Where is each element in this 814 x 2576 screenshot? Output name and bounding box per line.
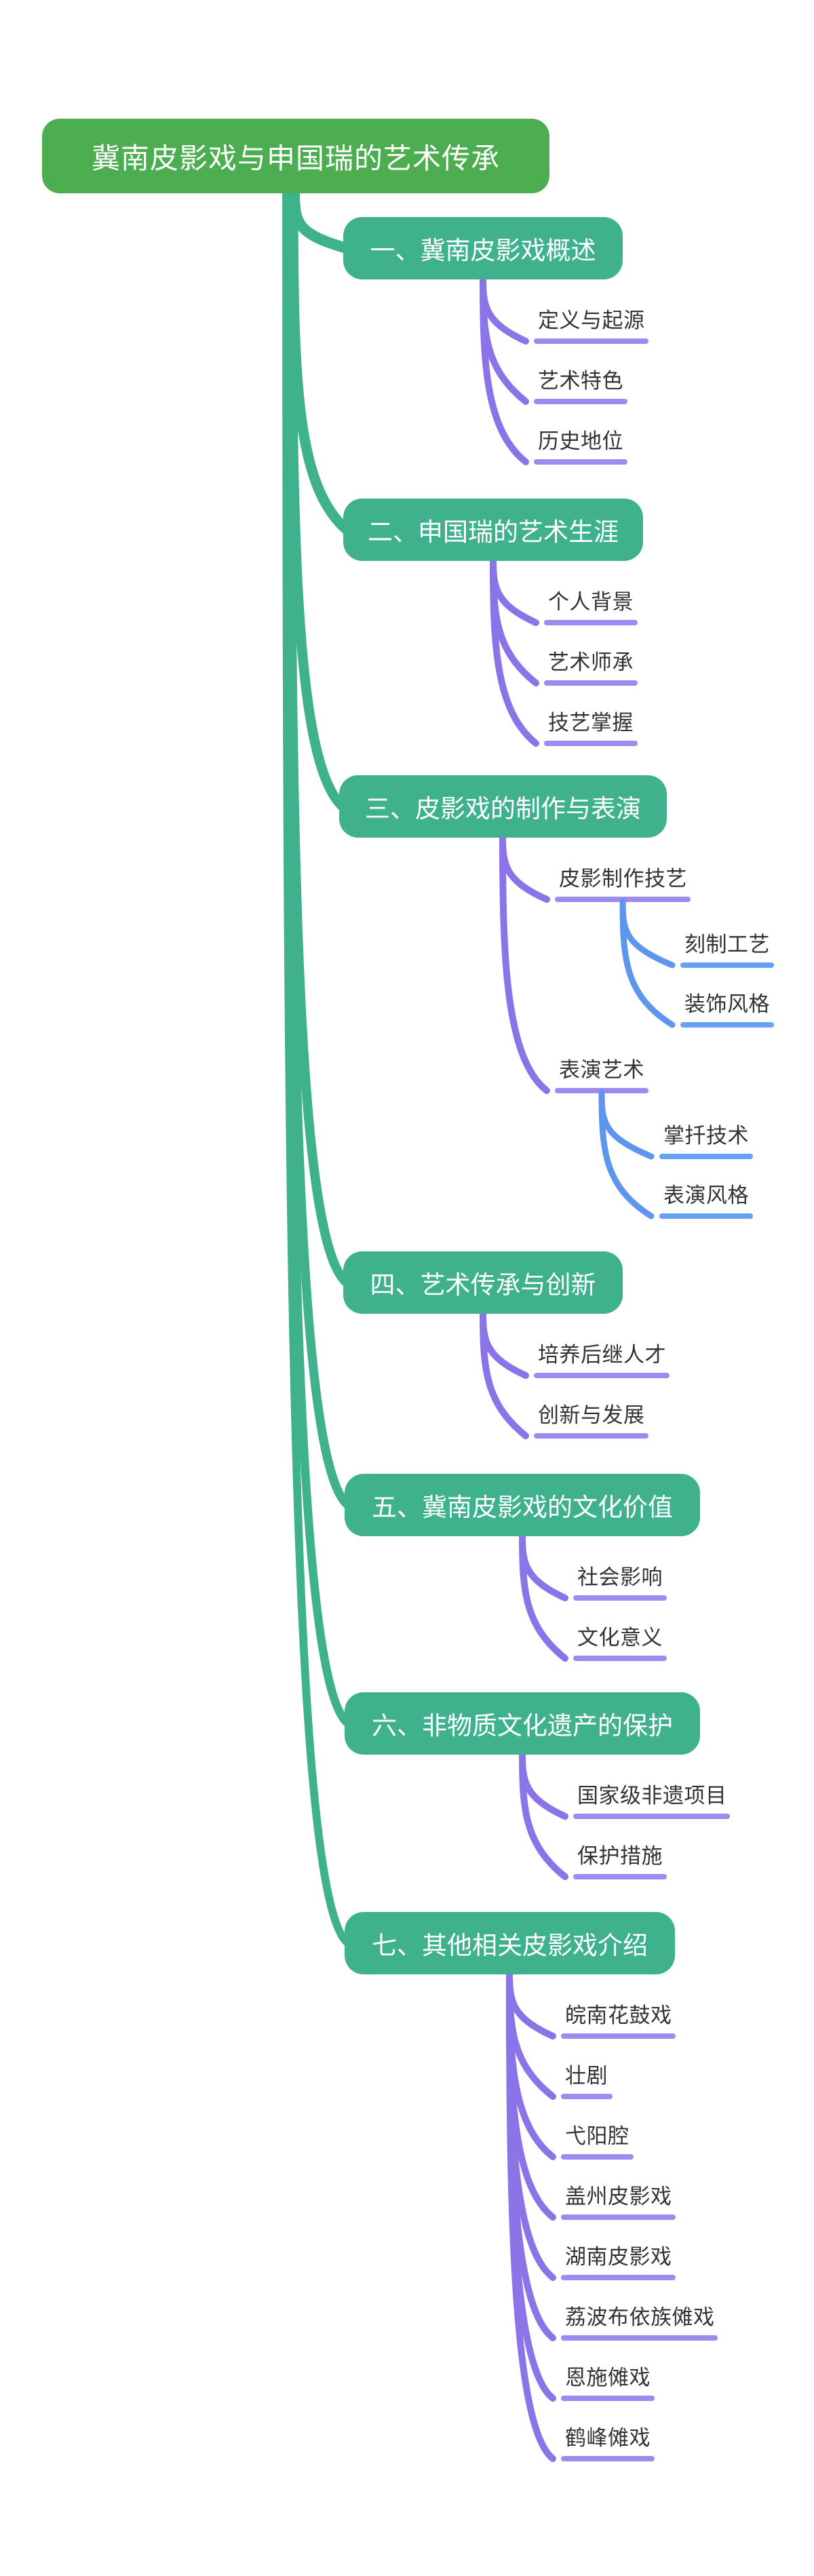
leaf-item-label[interactable]: 培养后继人才 [538, 1343, 666, 1367]
leaf-item-label[interactable]: 鹤峰傩戏 [565, 2426, 651, 2450]
branch-node-4[interactable]: 四、艺术传承与创新 [343, 1251, 623, 1314]
subitem-connector [619, 898, 676, 969]
item-connector [499, 833, 550, 1094]
item-connector [499, 833, 550, 903]
leaf-item-label[interactable]: 国家级非遗项目 [577, 1784, 727, 1808]
leaf-item-label[interactable]: 保护措施 [577, 1844, 663, 1868]
leaf-item-label[interactable]: 技艺掌握 [548, 711, 634, 735]
leaf-item-label[interactable]: 艺术特色 [538, 369, 623, 393]
leaf-item-label[interactable]: 弋阳腔 [565, 2124, 629, 2148]
leaf-item-label[interactable]: 皮影制作技艺 [559, 867, 687, 891]
branch-connector [289, 187, 352, 254]
leaf-item-label[interactable]: 历史地位 [538, 429, 623, 453]
leaf-item-label[interactable]: 个人背景 [548, 590, 634, 614]
item-connector [519, 1750, 568, 1820]
item-connector [519, 1750, 568, 1880]
leaf-subitem-label[interactable]: 表演风格 [663, 1184, 749, 1207]
item-connector [506, 1970, 556, 2040]
subitem-connector [598, 1089, 655, 1160]
leaf-item-label[interactable]: 恩施傩戏 [565, 2366, 651, 2389]
item-connector [480, 1309, 529, 1379]
leaf-item-label[interactable]: 社会影响 [577, 1565, 663, 1589]
leaf-item-label[interactable]: 湖南皮影戏 [565, 2245, 672, 2269]
item-connector [506, 1970, 556, 2462]
item-connector [519, 1531, 568, 1601]
leaf-subitem-label[interactable]: 装饰风格 [684, 992, 770, 1016]
item-connector [480, 1309, 529, 1439]
leaf-item-label[interactable]: 创新与发展 [538, 1403, 645, 1427]
branch-node-6[interactable]: 六、非物质文化遗产的保护 [345, 1692, 700, 1755]
root-node[interactable]: 冀南皮影戏与申国瑞的艺术传承 [42, 119, 549, 193]
item-connector [480, 275, 529, 345]
leaf-item-label[interactable]: 定义与起源 [538, 309, 645, 332]
leaf-item-label[interactable]: 表演艺术 [559, 1058, 644, 1082]
branch-node-2[interactable]: 二、申国瑞的艺术生涯 [343, 499, 643, 561]
branch-connector [282, 188, 352, 1947]
branch-connector [286, 187, 348, 812]
item-connector [490, 556, 539, 626]
leaf-item-label[interactable]: 皖南花鼓戏 [565, 2004, 672, 2027]
branch-node-3[interactable]: 三、皮影戏的制作与表演 [339, 775, 667, 838]
leaf-subitem-label[interactable]: 掌扦技术 [663, 1124, 749, 1148]
branch-node-5[interactable]: 五、冀南皮影戏的文化价值 [345, 1474, 700, 1536]
branch-node-7[interactable]: 七、其他相关皮影戏介绍 [345, 1912, 675, 1974]
branch-node-1[interactable]: 一、冀南皮影戏概述 [343, 217, 623, 279]
leaf-item-label[interactable]: 壮剧 [565, 2064, 608, 2088]
subitem-connector [619, 898, 676, 1028]
subitem-connector [598, 1089, 655, 1219]
leaf-subitem-label[interactable]: 刻制工艺 [684, 933, 770, 956]
item-connector [490, 556, 539, 747]
leaf-item-label[interactable]: 艺术师承 [548, 650, 634, 674]
leaf-item-label[interactable]: 盖州皮影戏 [565, 2185, 672, 2208]
leaf-item-label[interactable]: 荔波布依族傩戏 [565, 2305, 715, 2329]
item-connector [519, 1531, 568, 1662]
leaf-item-label[interactable]: 文化意义 [577, 1626, 663, 1650]
item-connector [480, 275, 529, 465]
